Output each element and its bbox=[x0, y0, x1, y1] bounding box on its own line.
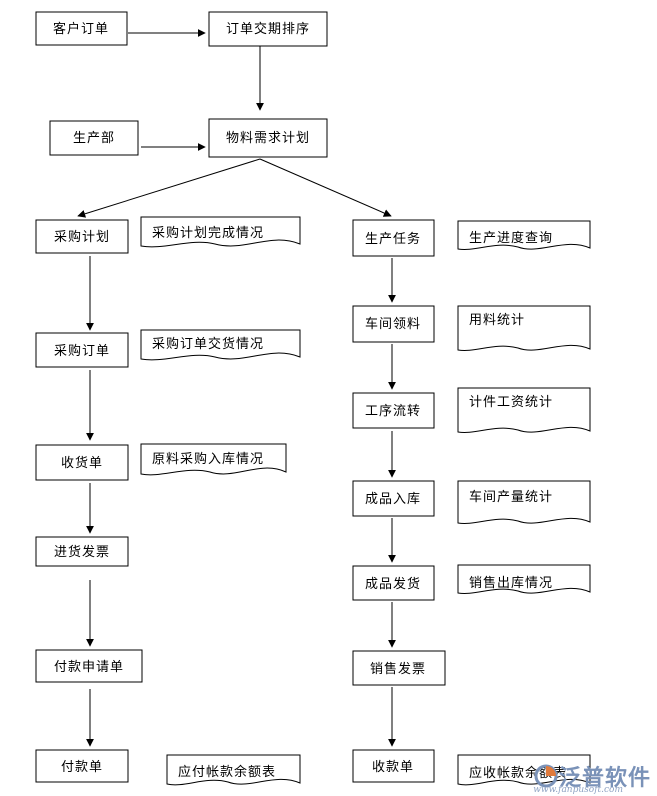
node-finished-in-label: 成品入库 bbox=[365, 491, 421, 507]
node-process-flow: 工序流转 bbox=[352, 392, 435, 429]
node-production-dept: 生产部 bbox=[49, 120, 139, 156]
report-material-stats-label: 用料统计 bbox=[469, 313, 525, 328]
node-payment-label: 付款单 bbox=[61, 760, 103, 775]
node-order-due-sort: 订单交期排序 bbox=[208, 11, 328, 47]
node-sales-invoice-label: 销售发票 bbox=[370, 661, 426, 677]
node-finished-ship: 成品发货 bbox=[352, 565, 435, 601]
report-purchase-plan-status-label: 采购计划完成情况 bbox=[152, 225, 264, 241]
report-purchase-order-delivery: 采购订单交货情况 bbox=[140, 329, 301, 361]
brand-logo-icon bbox=[534, 764, 558, 788]
edges bbox=[77, 29, 396, 747]
node-purchase-plan: 采购计划 bbox=[35, 219, 129, 254]
node-production-task-label: 生产任务 bbox=[365, 231, 421, 247]
report-piece-wage-stats: 计件工资统计 bbox=[457, 387, 591, 434]
node-purchase-invoice-label: 进货发票 bbox=[54, 544, 110, 560]
node-purchase-plan-label: 采购计划 bbox=[54, 229, 110, 245]
report-workshop-output-stats-label: 车间产量统计 bbox=[469, 489, 553, 505]
node-customer-order: 客户订单 bbox=[35, 11, 128, 46]
brand-url: www.fanpusoft.com bbox=[533, 785, 623, 795]
edge-mrp-to-production-task bbox=[259, 158, 392, 217]
report-material-stats: 用料统计 bbox=[457, 305, 591, 352]
report-production-progress: 生产进度查询 bbox=[457, 220, 591, 251]
node-mrp-label: 物料需求计划 bbox=[226, 131, 310, 146]
report-raw-material-in-label: 原料采购入库情况 bbox=[152, 451, 264, 467]
node-collection: 收款单 bbox=[352, 749, 435, 783]
process-nodes: 客户订单 订单交期排序 生产部 物料需求计划 采购计划 采购订单 收货单 进 bbox=[35, 11, 446, 783]
node-workshop-pick: 车间领料 bbox=[352, 305, 435, 343]
report-raw-material-in: 原料采购入库情况 bbox=[140, 443, 287, 476]
node-payment-request-label: 付款申请单 bbox=[54, 660, 124, 675]
report-purchase-order-delivery-label: 采购订单交货情况 bbox=[152, 336, 264, 352]
node-production-dept-label: 生产部 bbox=[73, 131, 115, 146]
node-mrp: 物料需求计划 bbox=[208, 118, 328, 158]
node-payment: 付款单 bbox=[35, 749, 129, 783]
report-sales-out-status-label: 销售出库情况 bbox=[469, 575, 553, 591]
node-sales-invoice: 销售发票 bbox=[352, 650, 446, 686]
report-nodes: 采购计划完成情况 采购订单交货情况 原料采购入库情况 应付帐款余额表 生产进度查… bbox=[140, 216, 591, 786]
node-purchase-order-label: 采购订单 bbox=[54, 343, 110, 359]
node-receipt-label: 收货单 bbox=[61, 455, 103, 471]
node-collection-label: 收款单 bbox=[372, 760, 414, 775]
report-purchase-plan-status: 采购计划完成情况 bbox=[140, 216, 301, 248]
node-purchase-order: 采购订单 bbox=[35, 332, 129, 368]
node-payment-request: 付款申请单 bbox=[35, 649, 143, 683]
report-sales-out-status: 销售出库情况 bbox=[457, 564, 591, 595]
report-payable-balance: 应付帐款余额表 bbox=[166, 754, 301, 786]
node-purchase-invoice: 进货发票 bbox=[35, 536, 129, 567]
node-receipt: 收货单 bbox=[35, 444, 129, 481]
report-workshop-output-stats: 车间产量统计 bbox=[457, 480, 591, 525]
node-process-flow-label: 工序流转 bbox=[365, 404, 421, 419]
report-production-progress-label: 生产进度查询 bbox=[469, 230, 553, 246]
node-finished-in: 成品入库 bbox=[352, 480, 435, 517]
node-customer-order-label: 客户订单 bbox=[53, 21, 109, 37]
node-workshop-pick-label: 车间领料 bbox=[365, 316, 421, 332]
report-receivable-balance-label: 应收帐款余额表 bbox=[469, 765, 567, 781]
report-payable-balance-label: 应付帐款余额表 bbox=[178, 764, 276, 780]
node-order-due-sort-label: 订单交期排序 bbox=[226, 21, 310, 37]
brand-name: 泛普软件 bbox=[558, 766, 651, 791]
node-finished-ship-label: 成品发货 bbox=[365, 576, 421, 592]
node-production-task: 生产任务 bbox=[352, 219, 435, 257]
report-piece-wage-stats-label: 计件工资统计 bbox=[469, 395, 553, 410]
edge-mrp-to-purchase-plan bbox=[77, 158, 261, 218]
brand-watermark: 泛普软件 www.fanpusoft.com bbox=[533, 760, 651, 795]
